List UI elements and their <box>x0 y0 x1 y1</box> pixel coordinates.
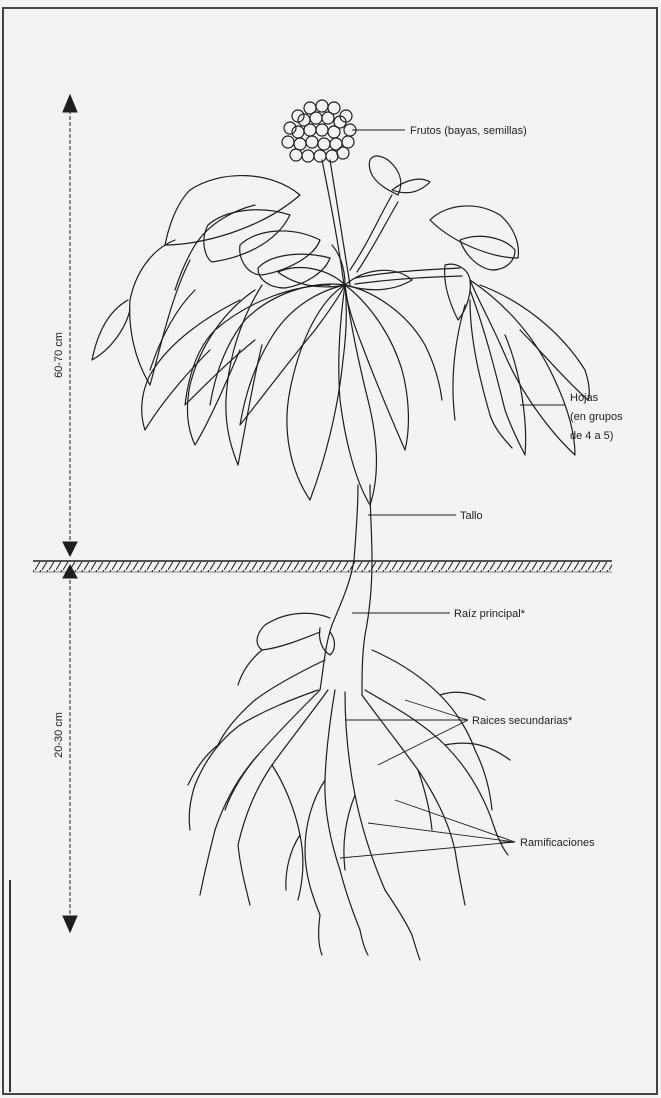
ground-line <box>33 561 612 572</box>
height-dimension-label: 60-70 cm <box>53 332 65 378</box>
label-leaves: Hojas <box>570 392 599 404</box>
label-main-root: Raíz principal* <box>454 608 526 620</box>
fruit-cluster <box>282 100 356 162</box>
label-leaves-line3: de 4 a 5) <box>570 430 613 442</box>
label-secondary-roots: Raices secundarias* <box>472 715 573 727</box>
label-leaves-line2: (en grupos <box>570 411 623 423</box>
page-frame <box>3 8 657 1094</box>
plant-illustration <box>92 100 589 960</box>
height-dimension-arrow <box>63 95 77 556</box>
depth-dimension-label: 20-30 cm <box>53 712 65 758</box>
label-leader-lines <box>340 130 565 858</box>
label-branches: Ramificaciones <box>520 837 595 849</box>
label-stem: Tallo <box>460 510 483 522</box>
depth-dimension-arrow <box>63 565 77 932</box>
label-fruits: Frutos (bayas, semillas) <box>410 125 527 137</box>
